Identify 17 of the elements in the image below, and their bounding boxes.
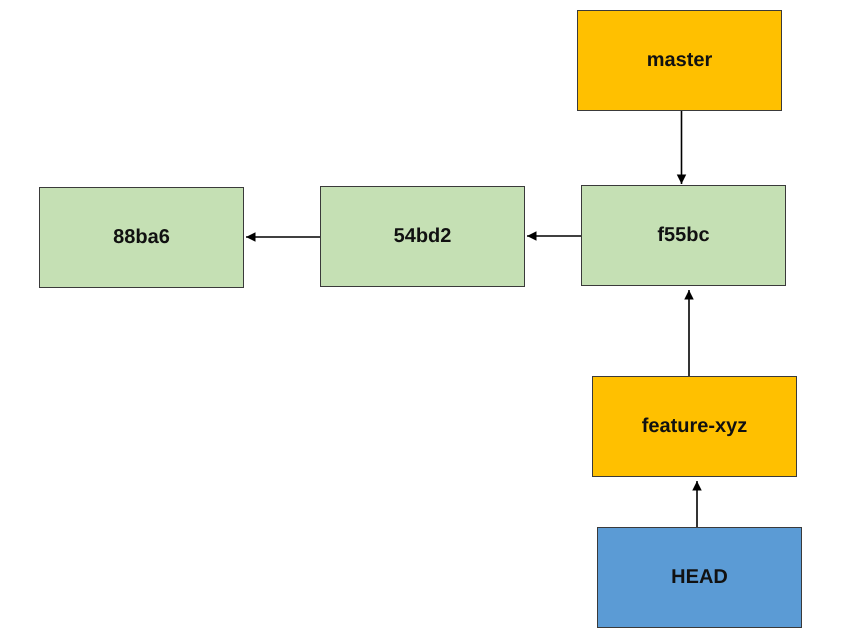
node-box [320,186,525,287]
node-box [592,376,797,477]
node-label: HEAD [671,566,728,589]
arrow [527,231,581,241]
node-label: 88ba6 [113,226,170,249]
node-label: f55bc [657,224,710,247]
node-label: 54bd2 [394,225,452,248]
arrow [246,232,320,242]
node-label: feature-xyz [642,415,748,438]
node-box [581,185,786,286]
arrow [692,481,702,527]
arrow [676,111,686,184]
node-box [39,187,244,288]
node-box [597,527,802,628]
node-label: master [646,49,712,72]
node-box [577,10,782,111]
arrow [684,290,694,376]
